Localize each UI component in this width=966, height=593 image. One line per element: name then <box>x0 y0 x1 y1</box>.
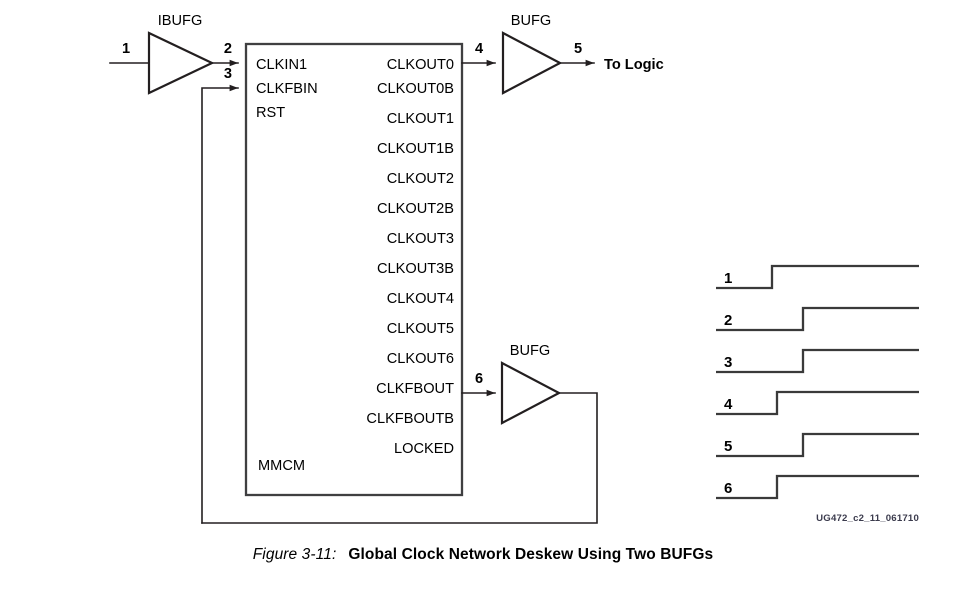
waveform-trace-6 <box>716 474 919 500</box>
net-label-5: 5 <box>574 41 582 57</box>
waveform-label-4: 4 <box>724 396 733 413</box>
mmcm-port-locked: LOCKED <box>394 441 454 457</box>
mmcm-port-clkfbin: CLKFBIN <box>256 81 318 97</box>
figure-caption: Figure 3-11: Global Clock Network Deskew … <box>0 546 966 564</box>
mmcm-port-clkout0b: CLKOUT0B <box>377 81 454 97</box>
figure-caption-number: Figure 3-11: <box>252 546 337 563</box>
mmcm-port-clkout3b: CLKOUT3B <box>377 261 454 277</box>
mmcm-port-clkout6: CLKOUT6 <box>387 351 454 367</box>
mmcm-port-clkfbout: CLKFBOUT <box>376 381 454 397</box>
bufg-feedback-label: BUFG <box>510 343 551 359</box>
mmcm-port-clkout0: CLKOUT0 <box>387 57 454 73</box>
waveform-label-1: 1 <box>724 270 732 287</box>
mmcm-port-clkout4: CLKOUT4 <box>387 291 454 307</box>
waveform-trace-4 <box>716 390 919 416</box>
figure-caption-title: Global Clock Network Deskew Using Two BU… <box>348 546 714 563</box>
waveform-label-5: 5 <box>724 438 732 455</box>
net-3-wire <box>201 84 239 524</box>
mmcm-port-clkout1b: CLKOUT1B <box>377 141 454 157</box>
to-logic-label: To Logic <box>604 57 664 73</box>
mmcm-port-clkin1: CLKIN1 <box>256 57 307 73</box>
mmcm-block <box>244 42 464 497</box>
bufg-output-label: BUFG <box>511 13 552 29</box>
ibufg-label: IBUFG <box>158 13 203 29</box>
net-label-2: 2 <box>224 41 232 57</box>
document-id-label: UG472_c2_11_061710 <box>816 513 919 524</box>
ibufg-symbol <box>147 31 215 95</box>
waveform-trace-1 <box>716 264 919 290</box>
mmcm-port-clkout2: CLKOUT2 <box>387 171 454 187</box>
bufg-feedback-symbol <box>500 361 562 425</box>
net-label-3: 3 <box>224 66 232 82</box>
net-label-6: 6 <box>475 371 483 387</box>
mmcm-port-clkout3: CLKOUT3 <box>387 231 454 247</box>
bufg-output-symbol <box>501 31 563 95</box>
mmcm-port-rst: RST <box>256 105 285 121</box>
feedback-return-wire <box>201 392 598 524</box>
net-label-1: 1 <box>122 41 130 57</box>
waveform-label-6: 6 <box>724 480 732 497</box>
waveform-trace-5 <box>716 432 919 458</box>
mmcm-block-label: MMCM <box>258 458 305 474</box>
mmcm-port-clkfboutb: CLKFBOUTB <box>366 411 454 427</box>
net-label-4: 4 <box>475 41 484 57</box>
mmcm-port-clkout2b: CLKOUT2B <box>377 201 454 217</box>
waveform-label-2: 2 <box>724 312 732 329</box>
waveform-trace-2 <box>716 306 919 332</box>
waveform-trace-3 <box>716 348 919 374</box>
mmcm-port-clkout1: CLKOUT1 <box>387 111 454 127</box>
waveform-label-3: 3 <box>724 354 732 371</box>
mmcm-port-clkout5: CLKOUT5 <box>387 321 454 337</box>
timing-waveform-group <box>716 264 919 500</box>
